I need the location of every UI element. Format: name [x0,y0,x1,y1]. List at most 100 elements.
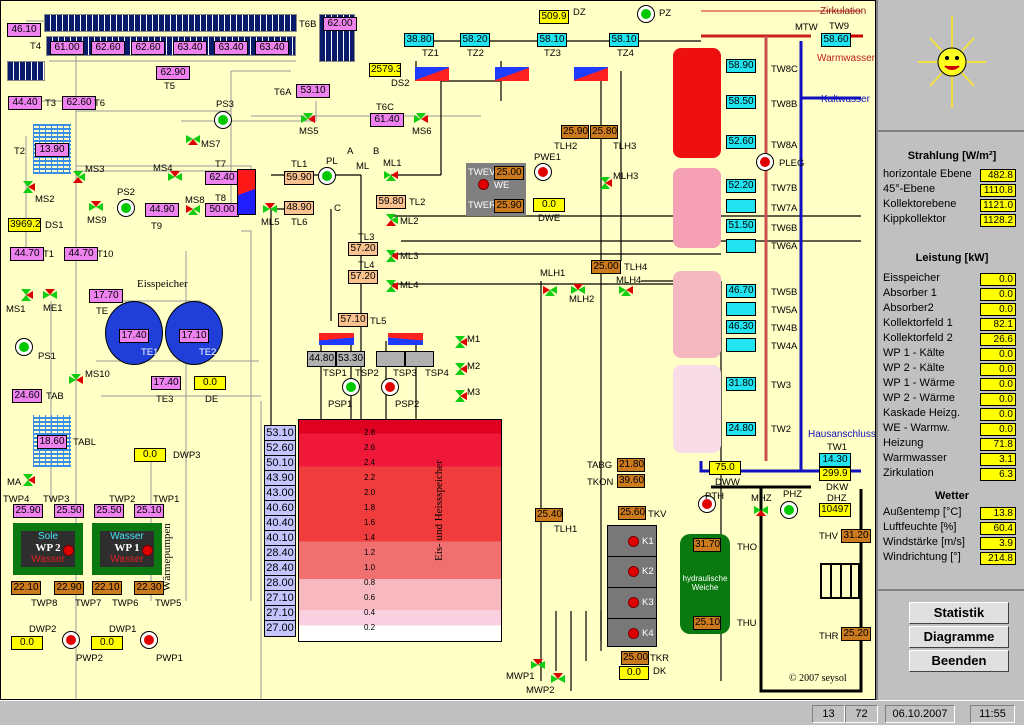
pump-PWP1[interactable] [140,631,158,649]
A-label: A [347,146,354,157]
valve-MS9[interactable] [89,201,103,213]
beenden-button[interactable]: Beenden [909,650,1009,672]
TLH3-value: 25.80 [590,125,618,139]
WE-label: WE [494,180,510,191]
diagramme-button[interactable]: Diagramme [909,626,1009,648]
heat-pump-WP1[interactable]: Wasser WP 1 Wasser [92,523,162,575]
valve-ML5[interactable] [263,203,277,215]
THV-label: THV [819,531,838,542]
wetter-label: Luftfeuchte [%] [883,521,957,533]
T6A-label: T6A [274,87,292,98]
valve-MWP1[interactable] [531,659,545,671]
heat-unit-WE[interactable]: TWEV 25.00 WE [466,163,526,196]
TWP8-value: 22.10 [11,581,41,595]
valve-M3[interactable] [453,390,467,402]
valve-MS4[interactable] [168,171,182,183]
PTH-label: PTH [705,491,724,502]
leistung-label: Kaskade Heizg. [883,407,961,419]
valve-MS3[interactable] [71,171,85,183]
DWP1-label: DWP1 [109,624,137,635]
panel-temp-3: 62.60 [131,41,165,55]
valve-MS10[interactable] [69,374,83,386]
heat-pump-WP2[interactable]: Sole WP 2 Wasser [13,523,83,575]
TW6B-value: 51.50 [726,219,756,233]
pump-PWP2[interactable] [62,631,80,649]
PWP1-label: PWP1 [156,653,183,664]
leistung-label: Zirkulation [883,467,934,479]
pump-PSP2[interactable] [381,378,399,396]
valve-MWP2[interactable] [551,673,565,685]
TL6-value: 48.90 [284,201,314,215]
valve-MS2[interactable] [21,181,35,193]
TWP2-value: 25.50 [94,504,124,518]
storage-temp-value: 40.60 [264,500,296,517]
valve-MS8[interactable] [186,203,200,215]
DHZ-value: 10497 [819,503,851,517]
valve-ML4[interactable] [384,280,398,292]
pump-PS2[interactable] [117,199,135,217]
valve-MLH4[interactable] [619,284,633,296]
TZ1-label: TZ1 [422,48,439,59]
pump-PL[interactable] [318,167,336,185]
valve-MS7[interactable] [186,133,200,145]
THR-value: 25.20 [841,627,871,641]
TE2-value: 17.10 [179,329,209,343]
pump-PTH[interactable] [698,495,716,513]
valve-MLH1[interactable] [543,284,557,296]
pump-PHZ[interactable] [780,501,798,519]
leistung-value: 0.0 [980,423,1016,436]
pump-PS1[interactable] [15,338,33,356]
valve-ML3[interactable] [384,250,398,262]
status-date: 06.10.2007 [885,705,955,723]
TKR-label: TKR [650,653,669,664]
TWP5-value: 22.30 [134,581,164,595]
pump-PWE1[interactable] [534,163,552,181]
wetter-label: Windrichtung [°] [883,551,961,563]
TW4B-label: TW4B [771,323,798,334]
wp2-top-label: Sole [37,531,58,542]
MS6-label: MS6 [412,126,432,137]
storage-level-label: 0.2 [364,623,376,632]
TL1-label: TL1 [291,159,308,170]
valve-MHZ[interactable] [754,504,768,516]
T2-label: T2 [14,146,26,157]
TZ3-label: TZ3 [544,48,561,59]
valve-MA[interactable] [21,474,35,486]
valve-M2[interactable] [453,363,467,375]
TKV-value: 25.60 [618,506,646,520]
pump-PLEG[interactable] [756,153,774,171]
valve-MLH2[interactable] [571,284,585,296]
DKW-label: DKW [826,482,849,493]
TW4A-value [726,338,756,352]
PLEG-label: PLEG [779,158,805,169]
statistik-button[interactable]: Statistik [909,602,1009,624]
valve-M1[interactable] [453,336,467,348]
pump-PSP1[interactable] [342,378,360,396]
panel-temp-2: 62.60 [91,41,125,55]
TWEV-value: 25.00 [494,166,524,180]
TL1-value: 59.90 [284,171,314,185]
TZ4-value: 58.10 [609,33,639,47]
DZ-value: 509.9 [539,10,569,24]
valve-MS1[interactable] [19,289,33,301]
TLH2-value: 25.90 [561,125,589,139]
DWP1-value: 0.0 [91,636,123,650]
TWP6-value: 22.10 [92,581,122,595]
pump-PZ[interactable] [637,5,655,23]
valve-MLH3[interactable] [598,177,612,189]
TABL-label: TABL [73,437,97,448]
valve-MS6[interactable] [414,113,428,125]
valve-ML2[interactable] [384,214,398,226]
boiler-cascade: K1 K2 K3 K4 [607,525,657,647]
MWP2-label: MWP2 [526,685,555,696]
valve-ML1[interactable] [384,169,398,181]
pump-PS3[interactable] [214,111,232,129]
wetter-value: 60.4 [980,522,1016,535]
boiler-K4-lamp [628,628,639,639]
MS5-label: MS5 [299,126,319,137]
TW9-value: 58.60 [821,33,851,47]
valve-MS5[interactable] [301,113,315,125]
DWP3-value: 0.0 [134,448,166,462]
TW6B-label: TW6B [771,223,798,234]
valve-ME1[interactable] [43,289,57,301]
